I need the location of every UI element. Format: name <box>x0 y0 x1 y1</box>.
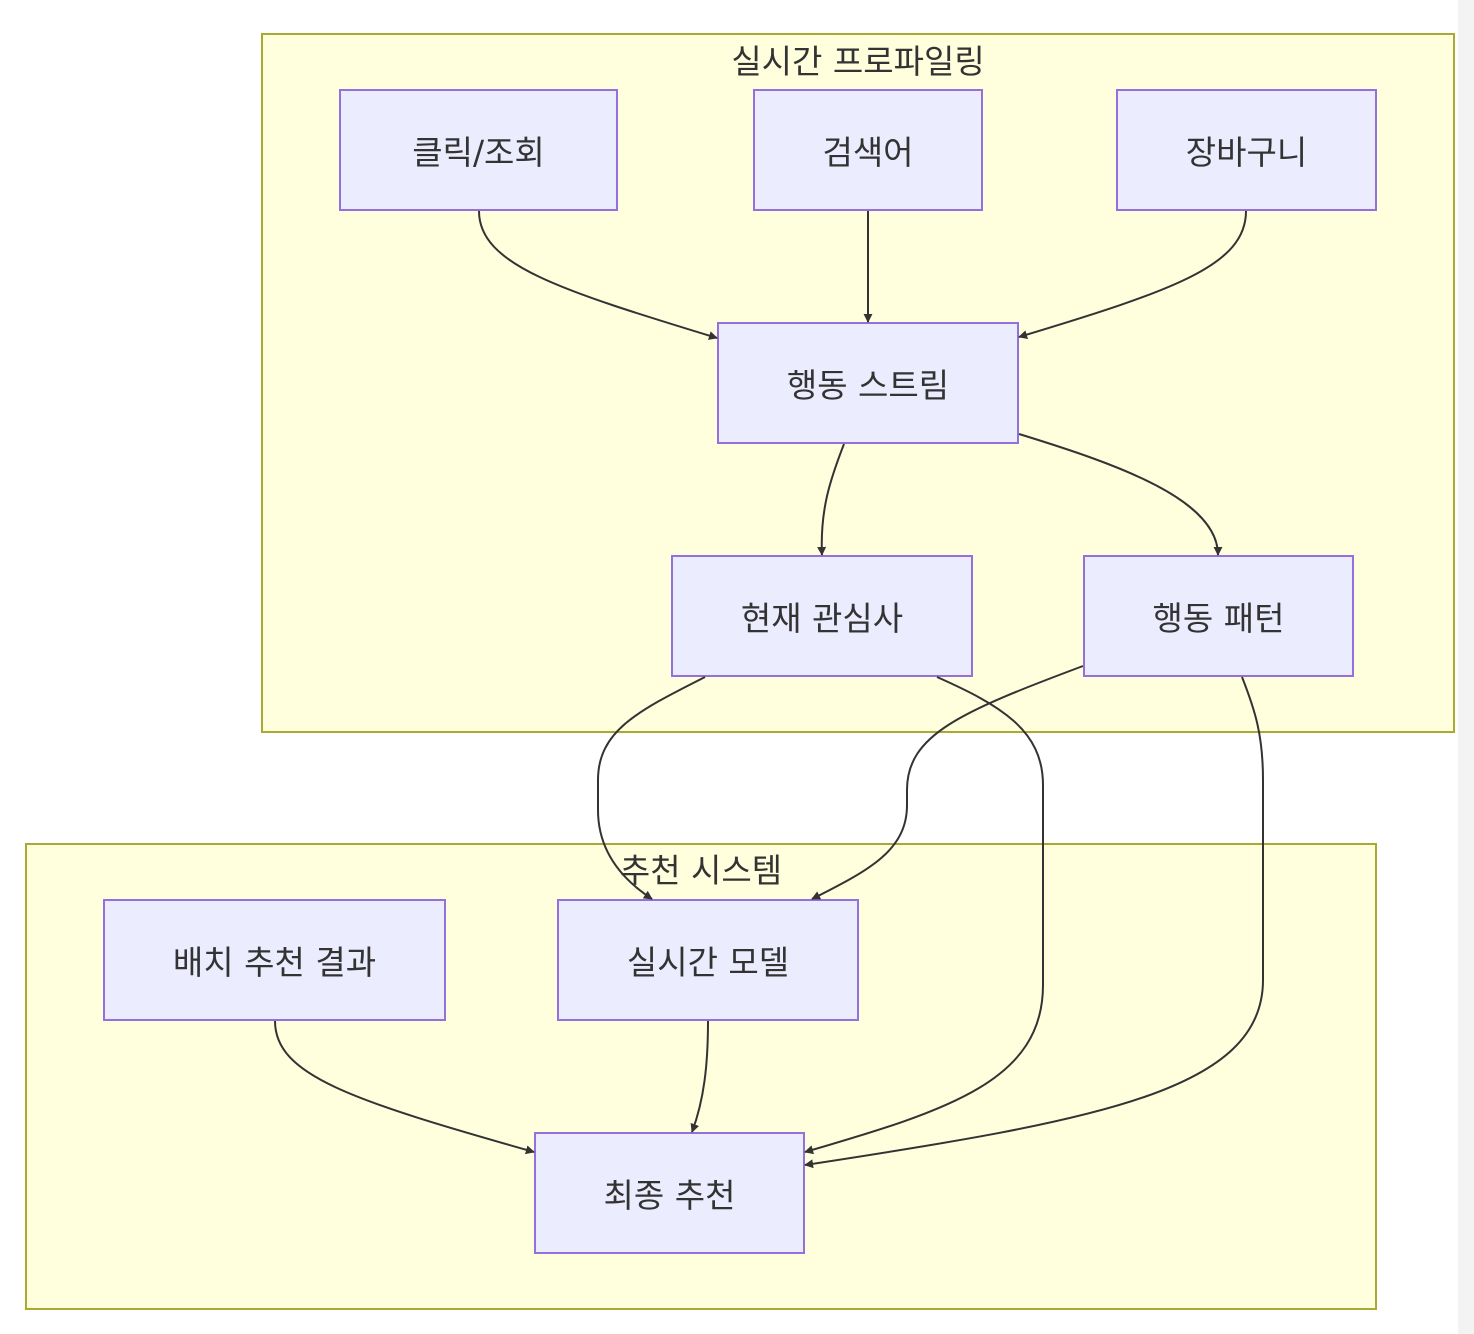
node-final-recommendation[interactable]: 최종 추천 <box>534 1132 805 1254</box>
node-batch-result[interactable]: 배치 추천 결과 <box>103 899 446 1021</box>
node-current-interest[interactable]: 현재 관심사 <box>671 555 973 677</box>
node-behavior-stream[interactable]: 행동 스트림 <box>717 322 1019 444</box>
node-behavior-pattern[interactable]: 행동 패턴 <box>1083 555 1354 677</box>
node-cart[interactable]: 장바구니 <box>1116 89 1377 211</box>
cluster-title-recommendation-system: 추천 시스템 <box>619 851 783 890</box>
scrollbar-track <box>1458 0 1474 1334</box>
node-click-view[interactable]: 클릭/조회 <box>339 89 618 211</box>
node-realtime-model[interactable]: 실시간 모델 <box>557 899 859 1021</box>
cluster-title-realtime-profiling: 실시간 프로파일링 <box>731 42 985 81</box>
node-search-term[interactable]: 검색어 <box>753 89 983 211</box>
